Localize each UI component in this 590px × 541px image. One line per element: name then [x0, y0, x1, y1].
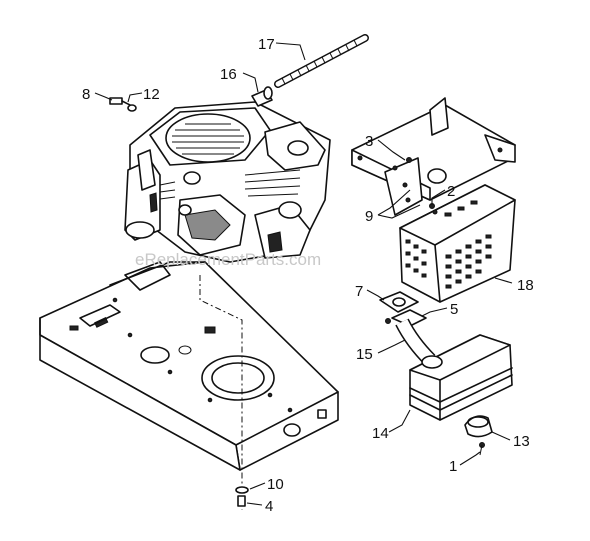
heat-shield-bracket: [351, 97, 516, 216]
part-15-exhaust-pipe: [395, 318, 436, 366]
part-17-hose: [274, 34, 369, 88]
callout-9: 9: [365, 208, 373, 225]
callout-13: 13: [513, 433, 530, 450]
callout-16: 16: [220, 66, 237, 83]
engine-assembly: [124, 101, 331, 263]
callout-4: 4: [265, 498, 273, 515]
part-13-clamp: [464, 415, 493, 438]
callout-8: 8: [82, 86, 90, 103]
part-14-muffler: [409, 334, 513, 421]
leader-lines: [94, 42, 513, 506]
callout-15: 15: [356, 346, 373, 363]
callout-18: 18: [517, 277, 534, 294]
callout-14: 14: [372, 425, 389, 442]
callout-2: 2: [447, 183, 455, 200]
alignment-line: [199, 275, 243, 510]
chassis-frame: [39, 261, 339, 471]
callout-7: 7: [355, 283, 363, 300]
callout-12: 12: [143, 86, 160, 103]
callout-10: 10: [267, 476, 284, 493]
part-4-10-bolt: [235, 486, 249, 507]
part-7-gasket: [379, 291, 419, 313]
callout-3: 3: [365, 133, 373, 150]
part-16-fitting: [251, 86, 273, 107]
callout-5: 5: [450, 301, 458, 318]
watermark-text: eReplacementParts.com: [135, 250, 321, 269]
part-18-muffler-guard: [399, 184, 516, 303]
callout-17: 17: [258, 36, 275, 53]
part-8-12-fastener: [109, 97, 137, 112]
callout-1: 1: [449, 458, 457, 475]
callout-labels: 17 16 8 12 3 2 9 18 7 5 15 14 13 1 10 4: [82, 36, 534, 515]
